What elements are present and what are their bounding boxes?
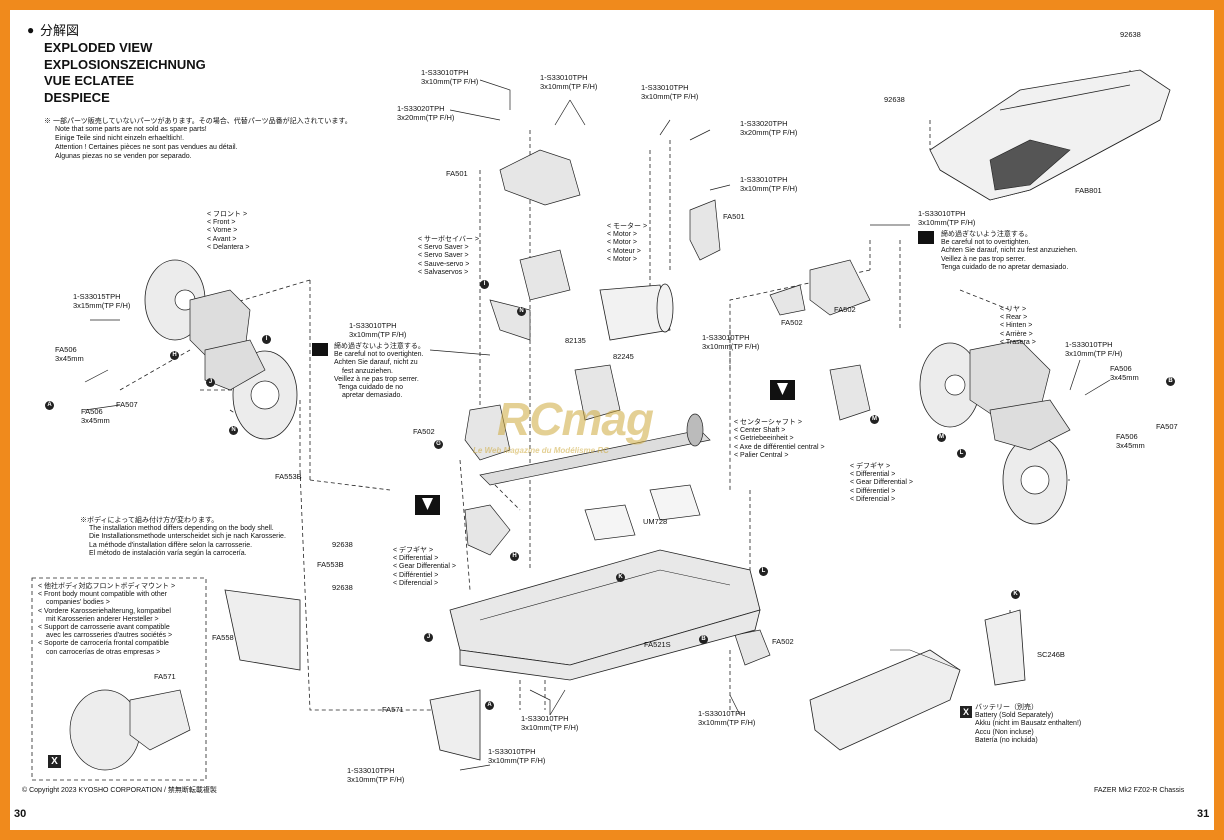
section-bullet: ● <box>27 23 35 37</box>
part-label: SC246B <box>1037 650 1065 659</box>
marker-j: J <box>424 633 433 642</box>
marker-b: B <box>1166 377 1175 386</box>
marker-x: X <box>48 755 61 768</box>
caution-note-left: 締め過ぎないよう注意する。Be careful not to overtight… <box>334 343 425 400</box>
part-label: FA501 <box>723 212 745 221</box>
part-label: FA521S <box>644 640 671 649</box>
caution-note-right: 締め過ぎないよう注意する。Be careful not to overtight… <box>941 231 1078 271</box>
marker-n: N <box>517 307 526 316</box>
part-label: FA571 <box>382 705 404 714</box>
rear-label: < リヤ >< Rear >< Hinten >< Arrière >< Tra… <box>1000 306 1036 346</box>
marker-a: A <box>485 701 494 710</box>
section-title-jp: 分解図 <box>40 23 80 38</box>
part-label: 92638 <box>332 540 353 549</box>
copyright: © Copyright 2023 KYOSHO CORPORATION / 禁無… <box>22 787 217 794</box>
part-label: FA571 <box>154 672 176 681</box>
marker-k: K <box>616 573 625 582</box>
part-label: FA502 <box>834 305 856 314</box>
spare-note-es: Algunas piezas no se venden por separado… <box>55 153 192 160</box>
front-label: < フロント >< Front >< Vorne >< Avant >< Del… <box>207 211 250 251</box>
part-label: 92638 <box>884 95 905 104</box>
part-label: FA501 <box>446 169 468 178</box>
watermark-tagline: Le Web Magazine du Modélisme RC <box>473 446 609 455</box>
diff-right-label: < デフギヤ >< Differential >< Gear Different… <box>850 463 913 503</box>
marker-x: X <box>960 706 972 718</box>
caution-icon <box>918 231 934 244</box>
marker-h: H <box>510 552 519 561</box>
spare-note-jp: ※ 一部パーツ販売していないパーツがあります。その場合、代替パーツ品番が記入され… <box>44 118 352 125</box>
part-label: FA558 <box>212 633 234 642</box>
title-es: DESPIECE <box>44 90 110 105</box>
spare-note-fr: Attention ! Certaines pièces ne sont pas… <box>55 144 238 151</box>
part-label: FA553B <box>275 472 302 481</box>
page-number-left: 30 <box>14 808 27 820</box>
part-label: FA502 <box>413 427 435 436</box>
marker-l: L <box>759 567 768 576</box>
part-label: FA553B <box>317 560 344 569</box>
motor-label: < モーター >< Motor >< Motor >< Moteur >< Mo… <box>607 223 648 263</box>
watermark-logo: RCmag <box>497 393 654 445</box>
part-label: 82135 <box>565 336 586 345</box>
part-label: FA502 <box>772 637 794 646</box>
marker-j: J <box>206 378 215 387</box>
part-label: FA502 <box>781 318 803 327</box>
marker-m: M <box>937 433 946 442</box>
front-body-mount-note: < 他社ボディ対応フロントボディマウント >< Front body mount… <box>38 583 176 656</box>
part-label: FA507 <box>116 400 138 409</box>
caution-icon <box>312 343 328 356</box>
marker-m: M <box>870 415 879 424</box>
center-shaft-label: < センターシャフト >< Center Shaft >< Getriebeei… <box>734 419 825 459</box>
page-number-right: 31 <box>1197 808 1210 820</box>
battery-note: バッテリー（別売）Battery (Sold Separately)Akku (… <box>975 704 1082 744</box>
marker-a: A <box>45 401 54 410</box>
part-label: 92638 <box>1120 30 1141 39</box>
marker-i: I <box>262 335 271 344</box>
marker-n: N <box>229 426 238 435</box>
part-label: FAB801 <box>1075 186 1102 195</box>
marker-i: I <box>480 280 489 289</box>
spare-note-en: Note that some parts are not sold as spa… <box>55 126 207 133</box>
title-fr: VUE ECLATEE <box>44 73 135 88</box>
title-en: EXPLODED VIEW <box>44 40 153 55</box>
model-name: FAZER Mk2 FZ02-R Chassis <box>1094 787 1185 794</box>
servo-saver-label: < サーボセイバー >< Servo Saver >< Servo Saver … <box>418 236 479 276</box>
marker-k: K <box>1011 590 1020 599</box>
spare-note-de: Einige Teile sind nicht einzeln erhaeltl… <box>55 135 185 142</box>
part-label: 92638 <box>332 583 353 592</box>
exploded-view-drawing <box>31 69 1171 781</box>
marker-l: L <box>957 449 966 458</box>
body-install-note: ※ボディによって組み付け方が変わります。 The installation me… <box>80 517 286 557</box>
part-label: FA507 <box>1156 422 1178 431</box>
marker-b: B <box>699 635 708 644</box>
manual-page: ● 分解図 EXPLODED VIEW EXPLOSIONSZEICHNUNG … <box>10 10 1214 830</box>
part-label: 82245 <box>613 352 634 361</box>
marker-h: H <box>170 351 179 360</box>
part-label: UM728 <box>643 517 668 526</box>
title-de: EXPLOSIONSZEICHNUNG <box>44 57 206 72</box>
diff-left-label: < デフギヤ >< Differential >< Gear Different… <box>393 547 456 587</box>
marker-g: G <box>434 440 443 449</box>
